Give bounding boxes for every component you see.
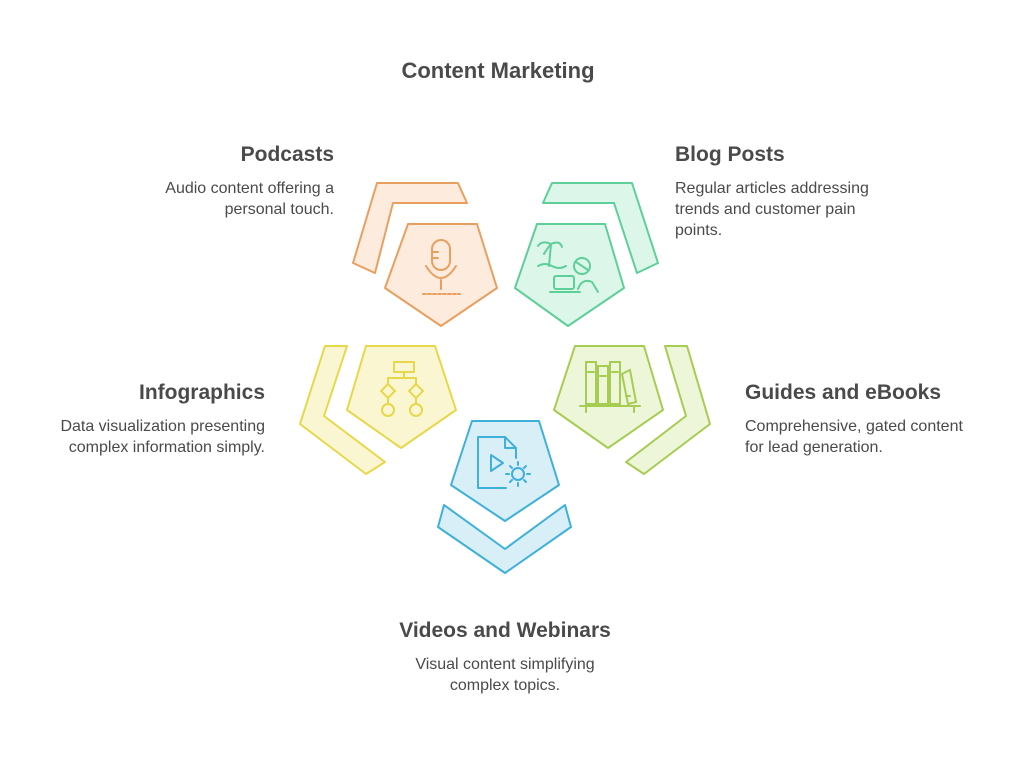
bookshelf-icon (579, 361, 641, 413)
podcasts-description-line-1: Audio content offering a (165, 180, 334, 197)
infographics-pentagon (346, 345, 457, 449)
podcasts-heading: Podcasts (240, 143, 334, 166)
blog-posts-outer-band (542, 182, 659, 274)
guides-ebooks-heading: Guides and eBooks (745, 381, 942, 404)
podcasts-description-line-2: personal touch. (224, 201, 334, 218)
video-file-gear-icon (477, 436, 531, 489)
guides-ebooks-description-line-1: Comprehensive, gated content (745, 418, 963, 435)
infographics-description: Data visualization presenting complex in… (15, 416, 265, 458)
infographics-label: Infographics Data visualization presenti… (15, 380, 265, 458)
flowchart-icon (379, 361, 425, 417)
blog-posts-description-line-3: points. (675, 222, 723, 239)
videos-webinars-segment (437, 420, 572, 574)
videos-webinars-outer-band (437, 504, 572, 574)
diagram-title: Content Marketing (401, 58, 595, 83)
guides-ebooks-segment (553, 345, 711, 475)
infographics-heading: Infographics (138, 381, 265, 404)
guides-ebooks-label: Guides and eBooks Comprehensive, gated c… (745, 380, 1015, 458)
microphone-icon (422, 239, 461, 295)
guides-ebooks-description-line-2: for lead generation. (745, 439, 883, 456)
infographics-outer-band (299, 345, 386, 475)
blog-posts-description-line-1: Regular articles addressing (675, 180, 869, 197)
blog-posts-segment (514, 182, 659, 327)
videos-webinars-label: Videos and Webinars Visual content simpl… (355, 618, 655, 696)
videos-webinars-description-line-2: complex topics. (449, 677, 561, 694)
podcasts-outer-band (352, 182, 468, 274)
videos-webinars-heading: Videos and Webinars (399, 619, 611, 642)
guides-ebooks-description: Comprehensive, gated content for lead ge… (745, 416, 1015, 458)
videos-webinars-description-line-1: Visual content simplifying (415, 656, 595, 673)
podcasts-description: Audio content offering a personal touch. (94, 178, 334, 220)
remote-work-laptop-icon (537, 241, 599, 293)
blog-posts-heading: Blog Posts (675, 143, 785, 166)
podcasts-pentagon (384, 223, 498, 327)
videos-webinars-description: Visual content simplifying complex topic… (355, 654, 655, 696)
blog-posts-description-line-2: trends and customer pain (675, 201, 856, 218)
infographics-description-line-1: Data visualization presenting (60, 418, 265, 435)
infographics-segment (299, 345, 457, 475)
blog-posts-label: Blog Posts Regular articles addressing t… (675, 142, 955, 241)
podcasts-segment (352, 182, 498, 327)
podcasts-label: Podcasts Audio content offering a person… (94, 142, 334, 220)
infographics-description-line-2: complex information simply. (68, 439, 265, 456)
blog-posts-description: Regular articles addressing trends and c… (675, 178, 955, 241)
guides-ebooks-outer-band (625, 345, 711, 475)
